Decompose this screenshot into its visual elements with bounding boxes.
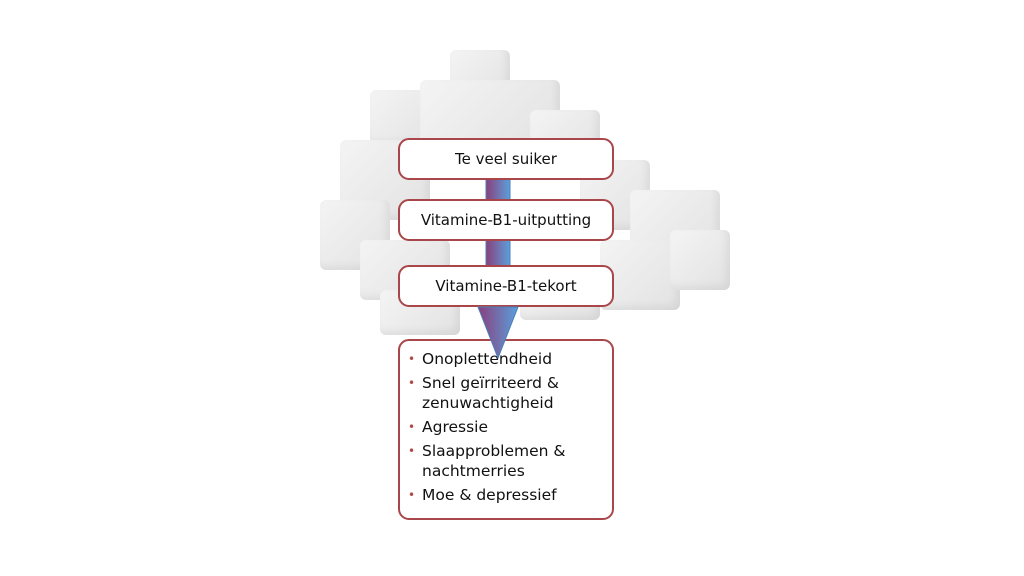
sugar-cubes-background bbox=[300, 40, 740, 340]
effects-box: •Onoplettendheid •Snel geïrriteerd & zen… bbox=[398, 339, 614, 520]
effect-item: •Onoplettendheid bbox=[408, 350, 553, 368]
effect-item: •Agressie bbox=[408, 418, 489, 436]
step-box-b1-depletion: Vitamine-B1-uitputting bbox=[398, 199, 614, 241]
effect-item: •Moe & depressief bbox=[408, 486, 557, 504]
step-label: Vitamine-B1-tekort bbox=[435, 277, 577, 295]
effect-item: •Slaapproblemen & nachtmerries bbox=[408, 442, 566, 480]
step-box-b1-deficiency: Vitamine-B1-tekort bbox=[398, 265, 614, 307]
step-label: Vitamine-B1-uitputting bbox=[420, 211, 592, 229]
effect-item: •Snel geïrriteerd & zenuwachtigheid bbox=[408, 374, 559, 412]
step-label: Te veel suiker bbox=[455, 150, 557, 168]
step-box-sugar: Te veel suiker bbox=[398, 138, 614, 180]
